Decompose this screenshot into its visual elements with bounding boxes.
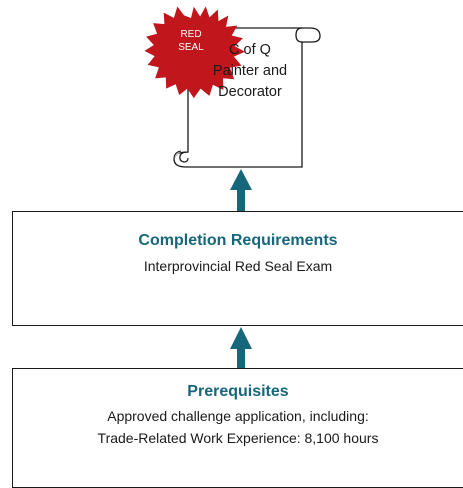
certificate-line-2: Painter and: [212, 63, 288, 79]
arrow-completion-to-certificate: [230, 169, 252, 211]
prerequisites-box: Prerequisites Approved challenge applica…: [12, 368, 463, 488]
completion-requirements-title: Completion Requirements: [138, 232, 338, 249]
seal-line-1: RED: [180, 29, 201, 40]
seal-line-2: SEAL: [178, 42, 204, 53]
arrow-prerequisites-to-completion: [230, 327, 252, 368]
certificate-line-1: C of Q: [229, 42, 271, 58]
completion-requirements-box: Completion Requirements Interprovincial …: [12, 211, 463, 326]
scroll-bottom-curl: [179, 151, 189, 163]
certificate-text: C of Q Painter and Decorator: [190, 40, 310, 103]
scroll-top-curl: [295, 27, 303, 43]
red-seal-badge-icon: [144, 6, 245, 99]
completion-requirement-line: Interprovincial Red Seal Exam: [143, 258, 333, 274]
certificate-line-3: Decorator: [218, 84, 282, 100]
scroll-bottom-shade: [173, 150, 182, 160]
prerequisite-line-2: Trade-Related Work Experience: 8,100 hou…: [97, 430, 379, 446]
prerequisites-title: Prerequisites: [187, 383, 289, 400]
prerequisite-line-1: Approved challenge application, includin…: [107, 408, 369, 424]
